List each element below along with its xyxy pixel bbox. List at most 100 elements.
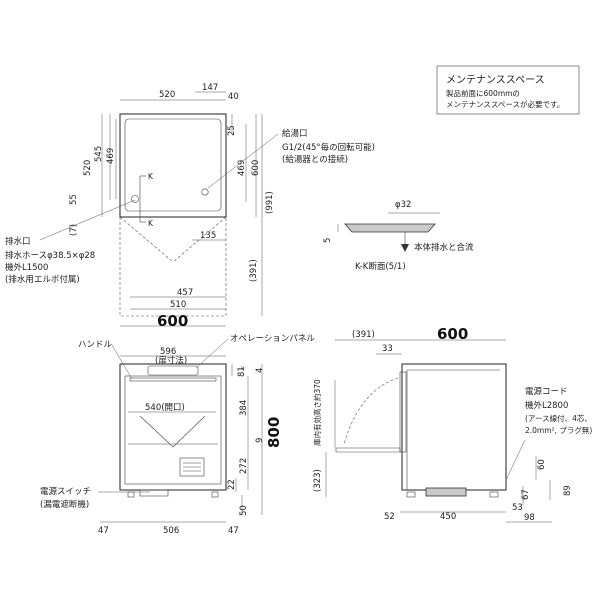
side-foot-right bbox=[489, 491, 499, 498]
drain-label: 排水口 排水ホースφ38.5×φ28 機外L1500 (排水用エルボ付属) bbox=[5, 199, 136, 285]
hot-water-inlet-label: 給湯口 G1/2(45°毎の回転可能) (給湯器との接続) bbox=[207, 128, 375, 189]
dim-800: 800 bbox=[265, 417, 283, 448]
note-frame bbox=[436, 65, 580, 115]
top-view: K K 520 147 40 520 545 469 55 (7) 25 469… bbox=[69, 83, 275, 330]
dim-89: 89 bbox=[563, 485, 573, 496]
drain-section-shape bbox=[344, 223, 436, 233]
dim-53: 53 bbox=[512, 503, 523, 513]
bottom-unit bbox=[425, 487, 467, 497]
dim-469-right: 469 bbox=[237, 160, 247, 176]
dim-50: 50 bbox=[239, 505, 249, 516]
arrow-down-icon bbox=[401, 244, 409, 252]
drain-title: 排水口 bbox=[5, 236, 31, 247]
drain-hose-length: 機外L1500 bbox=[5, 262, 48, 273]
hot-water-port-icon bbox=[201, 188, 209, 196]
dim-991: (991) bbox=[265, 191, 275, 214]
dim-596: 596 bbox=[160, 347, 176, 357]
dim-60: 60 bbox=[537, 459, 547, 470]
power-cord-title: 電源コード bbox=[525, 387, 568, 397]
dim-67: 67 bbox=[521, 489, 531, 500]
power-cord-label: 電源コード 機外L2800 (アース線付、4芯、 2.0mm², プラグ無) bbox=[505, 387, 592, 481]
front-body-outline bbox=[119, 363, 227, 491]
opening-label: 540(開口) bbox=[145, 403, 185, 413]
dim-147: 147 bbox=[202, 83, 218, 93]
dim-52: 52 bbox=[384, 512, 395, 522]
power-cord-spec-1: (アース線付、4芯、 bbox=[525, 413, 592, 423]
dim-135: 135 bbox=[200, 231, 216, 241]
dim-5: 5 bbox=[323, 238, 333, 243]
dim-7: (7) bbox=[69, 224, 79, 236]
k-mark-top: K bbox=[148, 172, 154, 181]
hot-water-inlet-title: 給湯口 bbox=[282, 128, 308, 139]
door-dimension-label: (扉寸法) bbox=[155, 355, 187, 366]
dim-47-right: 47 bbox=[228, 526, 239, 536]
dim-9: 9 bbox=[255, 438, 265, 443]
dim-47-left: 47 bbox=[98, 526, 109, 536]
dim-272: 272 bbox=[239, 458, 249, 474]
opening-diagonal-right bbox=[172, 415, 206, 448]
dim-391: (391) bbox=[249, 259, 259, 282]
dim-391-side: (391) bbox=[352, 330, 375, 340]
top-body-outline bbox=[119, 113, 227, 218]
dim-510: 510 bbox=[170, 300, 186, 310]
dim-469-left: 469 bbox=[106, 148, 116, 164]
note-title: メンテナンススペース bbox=[446, 74, 545, 86]
dim-323: (323) bbox=[313, 469, 323, 492]
dim-25: 25 bbox=[227, 125, 237, 136]
dim-600-right: 600 bbox=[251, 160, 261, 176]
dim-450: 450 bbox=[440, 512, 456, 522]
dim-384: 384 bbox=[239, 400, 249, 416]
hot-water-inlet-connection: (給湯器との接続) bbox=[282, 154, 348, 165]
dim-55: 55 bbox=[69, 194, 79, 205]
dim-520-top: 520 bbox=[159, 90, 175, 100]
power-switch-label: 電源スイッチ bbox=[40, 487, 91, 497]
dim-545-left: 545 bbox=[94, 146, 104, 162]
drain-hose-spec: 排水ホースφ38.5×φ28 bbox=[5, 250, 95, 261]
breaker-label: (漏電遮断機) bbox=[40, 499, 89, 510]
side-foot-left bbox=[406, 491, 416, 498]
drain-port-icon bbox=[131, 195, 139, 203]
power-switch[interactable] bbox=[139, 489, 169, 497]
power-cord-length: 機外L2800 bbox=[525, 400, 568, 411]
front-view: 596 (扉寸法) 540(開口) 81 4 384 9 272 22 50 8… bbox=[98, 347, 283, 536]
door-open-position bbox=[335, 447, 401, 453]
section-label: K-K断面(5/1) bbox=[355, 261, 406, 272]
door-swing-arc bbox=[343, 377, 399, 445]
dim-600-side: 600 bbox=[437, 325, 468, 343]
foot-right bbox=[211, 491, 219, 498]
dim-457: 457 bbox=[177, 288, 193, 298]
maintenance-note: メンテナンススペース 製品前面に600mmの メンテナンススペースが必要です。 bbox=[436, 65, 580, 115]
door-panel bbox=[124, 375, 222, 485]
side-body-outline bbox=[401, 363, 507, 491]
dim-600-bottom: 600 bbox=[157, 312, 188, 330]
inner-height-label: 庫内有効高さ約370 bbox=[312, 379, 322, 446]
dim-98: 98 bbox=[524, 513, 535, 523]
dim-4: 4 bbox=[255, 368, 265, 373]
k-k-section: φ32 本体排水と合流 5 K-K断面(5/1) bbox=[323, 200, 474, 272]
hot-water-inlet-spec: G1/2(45°毎の回転可能) bbox=[282, 142, 375, 153]
note-line-1: 製品前面に600mmの bbox=[446, 88, 520, 98]
dim-520-left: 520 bbox=[83, 160, 93, 176]
handle-label: ハンドル bbox=[78, 340, 113, 350]
dim-40: 40 bbox=[228, 92, 239, 102]
maintenance-space-outline bbox=[119, 217, 227, 317]
drain-merge-label: 本体排水と合流 bbox=[414, 242, 474, 253]
handle[interactable] bbox=[129, 377, 217, 382]
operation-panel-label: オペレーションパネル bbox=[230, 334, 315, 344]
dim-506: 506 bbox=[163, 526, 179, 536]
dim-81: 81 bbox=[237, 366, 247, 377]
dim-phi32: φ32 bbox=[395, 200, 411, 210]
foot-left bbox=[127, 491, 135, 498]
door-side bbox=[399, 371, 407, 453]
dim-22: 22 bbox=[227, 479, 237, 490]
operation-panel bbox=[147, 365, 199, 376]
dim-33: 33 bbox=[382, 344, 393, 354]
top-basin bbox=[124, 118, 222, 212]
note-line-2: メンテナンススペースが必要です。 bbox=[446, 99, 564, 109]
front-labels: ハンドル オペレーションパネル 電源スイッチ (漏電遮断機) bbox=[40, 334, 315, 510]
drain-elbow-note: (排水用エルボ付属) bbox=[5, 274, 80, 285]
front-vent bbox=[179, 457, 205, 477]
opening-diagonal-left bbox=[139, 415, 174, 448]
side-view: (391) 600 33 庫内有効高さ約370 (323) 52 450 53 … bbox=[312, 325, 573, 523]
